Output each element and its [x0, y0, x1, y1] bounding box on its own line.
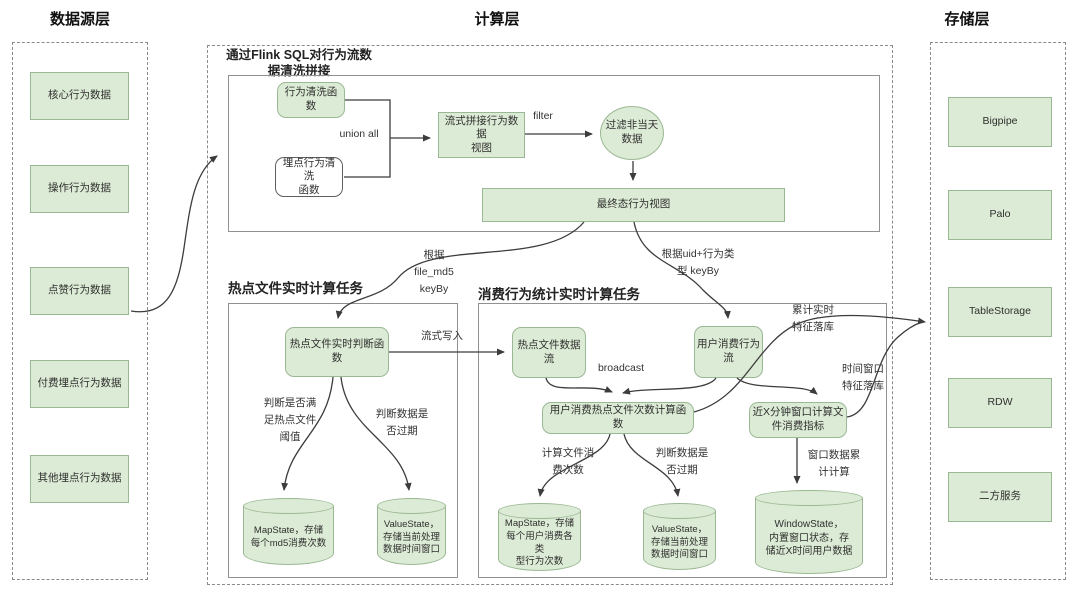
node-second-party-service: 二方服务 — [948, 472, 1052, 522]
node-user-consume-stream: 用户消费行为 流 — [694, 326, 763, 378]
label-window-store: 时间窗口 特征落库 — [842, 363, 884, 392]
cylinder-valuestate-window-2: ValueState， 存储当前处理 数据时间窗口 — [643, 503, 716, 570]
flink-caption: 通过Flink SQL对行为流数 据清洗拼接 — [226, 48, 372, 78]
node-bigpipe: Bigpipe — [948, 97, 1052, 147]
node-palo: Palo — [948, 190, 1052, 240]
cylinder-top-ellipse — [755, 490, 863, 506]
cylinder-top-ellipse — [498, 503, 581, 519]
label-window-accumulate: 窗口数据累 计计算 — [807, 449, 861, 478]
node-other-track-behavior-data: 其他埋点行为数据 — [30, 455, 129, 503]
label-broadcast: broadcast — [597, 362, 645, 374]
node-behavior-clean-fn: 行为清洗函数 — [277, 82, 345, 118]
header-storage: 存储层 — [944, 11, 990, 28]
cylinder-top-ellipse — [243, 498, 334, 514]
node-stream-join-view: 流式拼接行为数据 视图 — [438, 112, 525, 158]
hot-task-title: 热点文件实时计算任务 — [228, 281, 363, 296]
cylinder-valuestate-window-2-label: ValueState， 存储当前处理 数据时间窗口 — [643, 511, 716, 570]
cylinder-mapstate-user: MapState，存储 每个用户消费各类 型行为次数 — [498, 503, 581, 571]
cylinder-top-ellipse — [377, 498, 446, 514]
label-cumulative-store: 累计实时 特征落库 — [792, 304, 834, 333]
node-consume-count-fn: 用户消费热点文件次数计算函数 — [542, 402, 694, 434]
cylinder-valuestate-window-label: ValueState， 存储当前处理 数据时间窗口 — [377, 506, 446, 565]
label-count-consume: 计算文件消 费次数 — [541, 447, 595, 476]
node-operation-behavior-data: 操作行为数据 — [30, 165, 129, 213]
label-stream-write: 流式写入 — [421, 330, 463, 342]
label-keyby-uid: 根据uid+行为类 型 keyBy — [661, 248, 735, 277]
cylinder-windowstate-label: WindowState， 内置窗口状态，存 储近X时间用户数据 — [755, 498, 863, 574]
cylinder-mapstate-user-label: MapState，存储 每个用户消费各类 型行为次数 — [498, 511, 581, 571]
node-tablestorage: TableStorage — [948, 287, 1052, 337]
node-pay-track-behavior-data: 付费埋点行为数据 — [30, 360, 129, 408]
node-like-behavior-data: 点赞行为数据 — [30, 267, 129, 315]
header-compute: 计算层 — [474, 11, 520, 28]
label-keyby-md5: 根据 file_md5 keyBy — [414, 249, 454, 295]
label-threshold-check: 判断是否满 足热点文件 阈值 — [263, 397, 317, 443]
cylinder-top-ellipse — [643, 503, 716, 519]
storage-panel — [930, 42, 1066, 580]
label-filter: filter — [533, 110, 553, 122]
node-window-metric-fn: 近X分钟窗口计算文 件消费指标 — [749, 402, 847, 438]
node-track-clean-fn: 埋点行为清洗 函数 — [275, 157, 343, 197]
cylinder-mapstate-md5-label: MapState，存储 每个md5消费次数 — [243, 506, 334, 565]
node-final-behavior-view: 最终态行为视图 — [482, 188, 785, 222]
node-core-behavior-data: 核心行为数据 — [30, 72, 129, 120]
cylinder-windowstate: WindowState， 内置窗口状态，存 储近X时间用户数据 — [755, 490, 863, 574]
header-datasource: 数据源层 — [49, 11, 110, 28]
label-union-all: union all — [339, 128, 379, 140]
node-hot-file-stream: 热点文件数据 流 — [512, 327, 586, 378]
node-filter-nontoday: 过滤非当天 数据 — [600, 106, 664, 160]
node-rdw: RDW — [948, 378, 1052, 428]
node-hot-file-judge-fn: 热点文件实时判断函 数 — [285, 327, 389, 377]
label-expire-check: 判断数据是 否过期 — [375, 408, 429, 437]
cylinder-mapstate-md5: MapState，存储 每个md5消费次数 — [243, 498, 334, 565]
cylinder-valuestate-window: ValueState， 存储当前处理 数据时间窗口 — [377, 498, 446, 565]
label-expire-check-2: 判断数据是 否过期 — [655, 447, 709, 476]
consume-task-title: 消费行为统计实时计算任务 — [478, 287, 640, 302]
